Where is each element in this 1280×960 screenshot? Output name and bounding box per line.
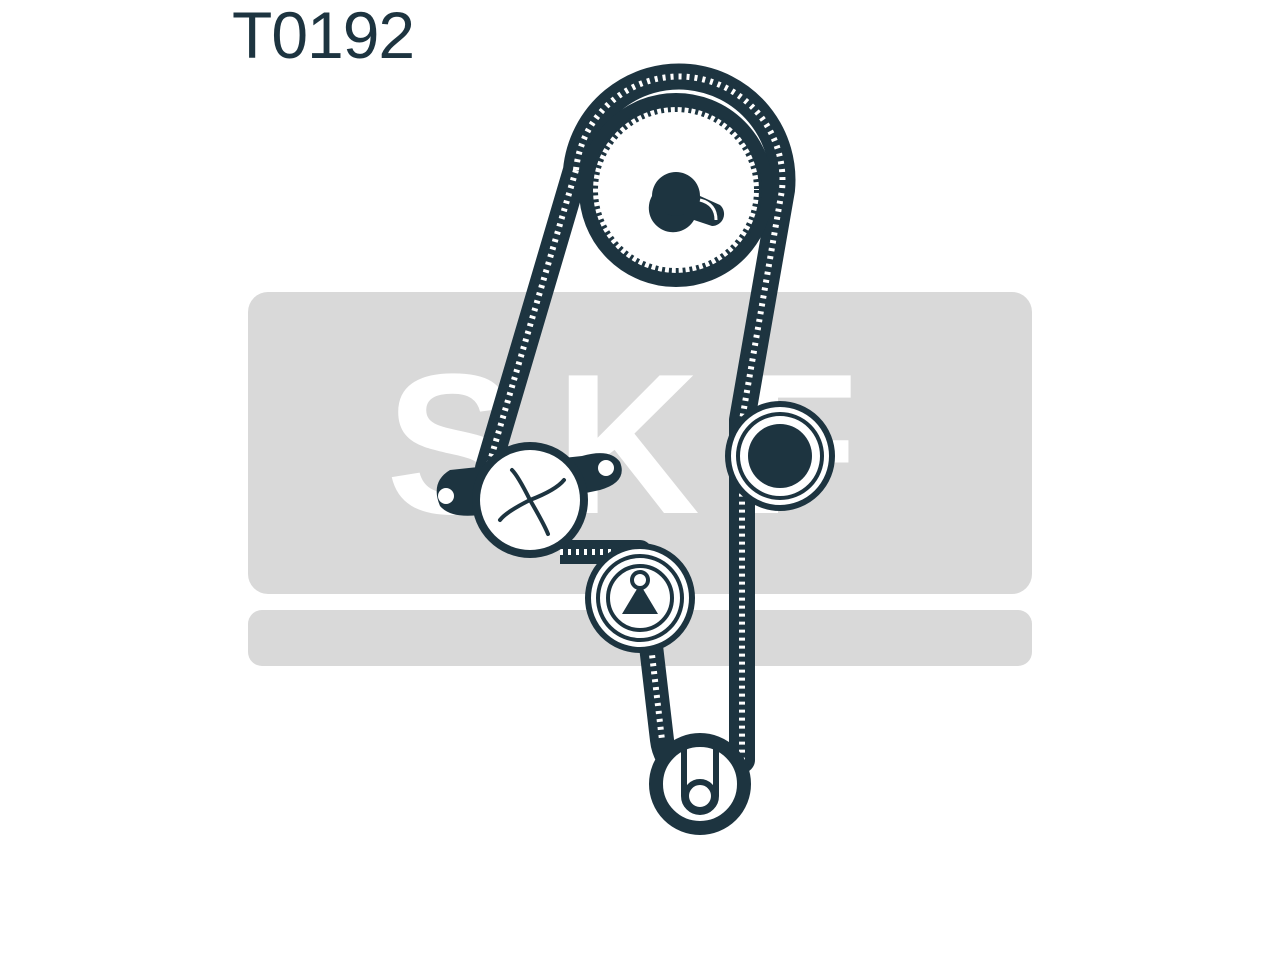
watermark-background <box>248 292 1032 594</box>
skf-watermark-logo: SKF <box>248 292 1032 666</box>
camshaft-sprocket-icon <box>579 93 773 287</box>
idler-pulley-icon <box>725 401 835 511</box>
water-pump-pulley-icon <box>436 442 622 558</box>
crankshaft-sprocket-icon <box>649 733 751 835</box>
timing-belt-upper <box>475 63 796 773</box>
tensioner-pulley-icon <box>585 543 695 653</box>
part-code-title: T0192 <box>232 0 415 72</box>
